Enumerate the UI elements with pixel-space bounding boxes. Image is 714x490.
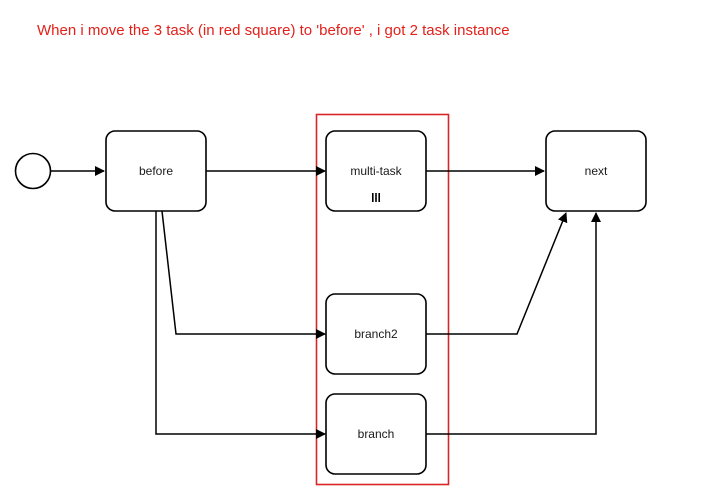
flow-before-to-branch2[interactable] <box>161 210 326 339</box>
task-before-label: before <box>139 164 173 178</box>
start-event[interactable] <box>14 152 52 190</box>
task-branch2-label: branch2 <box>354 327 398 341</box>
task-branch-label: branch <box>358 427 395 441</box>
flow-branch2-to-next[interactable] <box>426 212 568 335</box>
task-multi-task-label: multi-task <box>350 164 402 178</box>
red-highlight-box <box>315 113 450 486</box>
task-before[interactable]: before <box>105 130 207 212</box>
parallel-multi-instance-icon <box>372 193 380 202</box>
task-next-label: next <box>585 164 608 178</box>
task-branch2[interactable]: branch2 <box>325 293 427 375</box>
task-multi-task[interactable]: multi-task <box>325 130 427 212</box>
task-next[interactable]: next <box>545 130 647 212</box>
flow-before-to-branch[interactable] <box>155 211 326 439</box>
flow-branch-to-next[interactable] <box>426 212 601 435</box>
annotation-caption: When i move the 3 task (in red square) t… <box>37 22 510 39</box>
task-branch[interactable]: branch <box>325 393 427 475</box>
